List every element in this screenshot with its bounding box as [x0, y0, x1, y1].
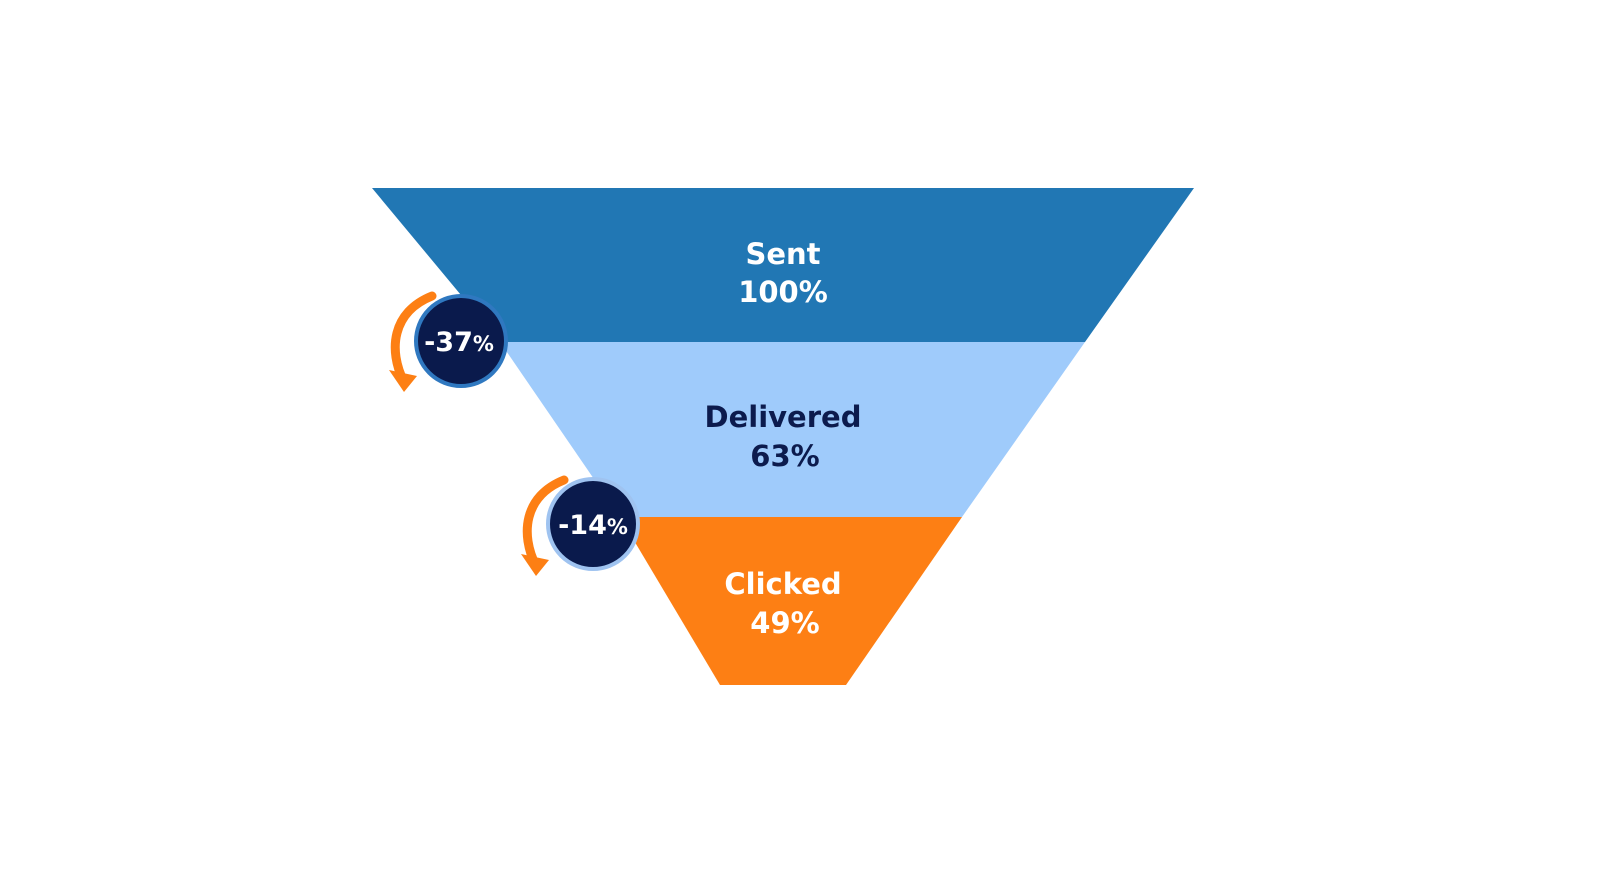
funnel-stage-delivered	[500, 342, 1085, 517]
drop-value-1: -37%	[424, 327, 494, 358]
curved-arrow-down-icon	[390, 291, 437, 387]
stage-value-clicked: 49%	[750, 606, 819, 640]
funnel-labels: Sent 100% Delivered 63% Clicked 49%	[705, 237, 862, 640]
funnel-stage-sent	[372, 188, 1194, 342]
stage-label-sent: Sent	[745, 237, 820, 271]
drop-badge-circle-2	[546, 477, 640, 571]
funnel-stages	[372, 188, 1194, 685]
drop-badge-1: -37%	[389, 291, 508, 392]
stage-label-clicked: Clicked	[724, 567, 841, 601]
drop-number-2: -14	[558, 510, 607, 541]
drop-value-2: -14%	[558, 510, 628, 541]
stage-label-delivered: Delivered	[705, 400, 862, 434]
arrowhead-icon	[389, 370, 417, 392]
drop-badge-2: -14%	[521, 475, 640, 576]
drop-number-1: -37	[424, 327, 473, 358]
arrowhead-icon	[521, 554, 549, 576]
stage-value-delivered: 63%	[750, 439, 819, 473]
drop-unit-2: %	[607, 515, 628, 539]
funnel-stage-clicked	[620, 517, 962, 685]
drop-unit-1: %	[473, 332, 494, 356]
drop-badge-circle-1	[414, 294, 508, 388]
stage-value-sent: 100%	[738, 275, 828, 309]
curved-arrow-down-icon	[522, 475, 569, 571]
